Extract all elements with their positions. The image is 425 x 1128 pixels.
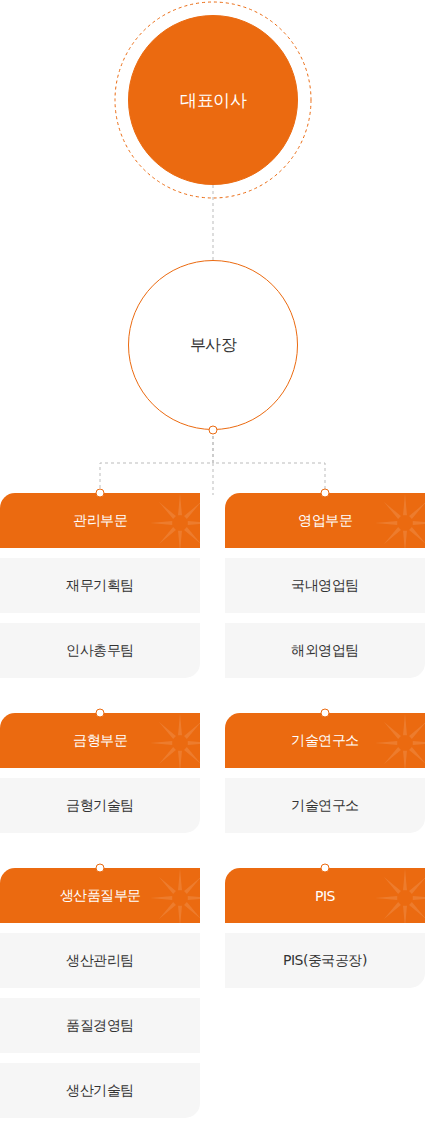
sunburst-ray (375, 896, 397, 900)
sunburst-ray (178, 751, 182, 768)
node-label: 금형부문 (73, 732, 127, 750)
sunburst-ray (409, 502, 425, 519)
team-box: PIS(중국공장) (225, 933, 425, 988)
sunburst-ray (409, 902, 425, 919)
sunburst-ray (184, 877, 200, 894)
sunburst-ray (403, 713, 407, 735)
sunburst-ray (159, 502, 176, 519)
division-header: 금형부문 (0, 713, 200, 768)
sunburst-ray (413, 896, 425, 900)
sunburst-ray (150, 521, 172, 525)
node-label: 기술연구소 (291, 732, 359, 750)
sunburst-ray (403, 868, 407, 890)
sunburst-ray (178, 713, 182, 735)
sunburst-ray (159, 877, 176, 894)
joint-dot (321, 489, 329, 497)
joint-dot (321, 864, 329, 872)
node-label: 관리부문 (73, 512, 127, 530)
node-label: 해외영업팀 (291, 642, 359, 660)
node-label: 품질경영팀 (66, 1017, 134, 1035)
team-box: 인사총무팀 (0, 623, 200, 678)
sunburst-ray (384, 502, 401, 519)
joint-dot (96, 489, 104, 497)
circle-shape (129, 16, 298, 185)
sunburst-ray (159, 722, 176, 739)
node-label: 생산기술팀 (66, 1082, 134, 1100)
sunburst-ray (409, 747, 425, 764)
node-label: 부사장 (190, 335, 237, 356)
executive-circle: 부사장 (128, 260, 298, 430)
node-label: 금형기술팀 (66, 797, 134, 815)
sunburst-ray (178, 868, 182, 890)
sunburst-ray (403, 751, 407, 768)
executive-circle: 대표이사 (128, 15, 298, 185)
node-label: 국내영업팀 (291, 577, 359, 595)
org-connector (100, 430, 213, 493)
center-stub-line (213, 463, 214, 495)
sunburst-ray (159, 527, 176, 544)
team-box: 국내영업팀 (225, 558, 425, 613)
sunburst-ray (384, 747, 401, 764)
node-label: PIS (315, 888, 335, 904)
node-label: 재무기획팀 (66, 577, 134, 595)
sunburst-ray (403, 531, 407, 548)
org-connector (213, 185, 214, 260)
sunburst-ray (184, 502, 200, 519)
sunburst-ray (150, 741, 172, 745)
joint-dot (96, 864, 104, 872)
team-box: 해외영업팀 (225, 623, 425, 678)
sunburst-ray (178, 906, 182, 923)
team-box: 금형기술팀 (0, 778, 200, 833)
team-box: 품질경영팀 (0, 998, 200, 1053)
sunburst-ray (403, 906, 407, 923)
node-label: 영업부문 (298, 512, 352, 530)
joint-dot (209, 426, 217, 434)
sunburst-ray (178, 493, 182, 515)
dashed-ring (115, 2, 311, 198)
sunburst-ray (184, 902, 200, 919)
sunburst-ray (159, 747, 176, 764)
node-label: 생산품질부문 (60, 887, 141, 905)
team-box: 기술연구소 (225, 778, 425, 833)
sunburst-ray (188, 741, 200, 745)
sunburst-ray (375, 741, 397, 745)
sunburst-ray (178, 531, 182, 548)
sunburst-ray (409, 877, 425, 894)
circle-shape (129, 261, 298, 430)
sunburst-ray (403, 493, 407, 515)
sunburst-ray (384, 527, 401, 544)
node-label: 생산관리팀 (66, 952, 134, 970)
division-header: PIS (225, 868, 425, 923)
division-header: 관리부문 (0, 493, 200, 548)
sunburst-ray (188, 896, 200, 900)
sunburst-ray (384, 877, 401, 894)
sunburst-ray (188, 521, 200, 525)
sunburst-ray (150, 896, 172, 900)
sunburst-ray (159, 902, 176, 919)
sunburst-ray (184, 722, 200, 739)
sunburst-ray (409, 527, 425, 544)
division-header: 영업부문 (225, 493, 425, 548)
org-connector (213, 430, 325, 493)
sunburst-ray (384, 902, 401, 919)
team-box: 생산관리팀 (0, 933, 200, 988)
sunburst-ray (409, 722, 425, 739)
joint-dot (321, 709, 329, 717)
node-label: 대표이사 (180, 89, 246, 112)
sunburst-ray (375, 521, 397, 525)
node-label: 기술연구소 (291, 797, 359, 815)
joint-dot (96, 709, 104, 717)
sunburst-ray (184, 527, 200, 544)
node-label: PIS(중국공장) (283, 952, 367, 970)
team-box: 생산기술팀 (0, 1063, 200, 1118)
division-header: 기술연구소 (225, 713, 425, 768)
division-header: 생산품질부문 (0, 868, 200, 923)
node-label: 인사총무팀 (66, 642, 134, 660)
team-box: 재무기획팀 (0, 558, 200, 613)
sunburst-ray (384, 722, 401, 739)
sunburst-ray (413, 521, 425, 525)
sunburst-ray (184, 747, 200, 764)
sunburst-ray (413, 741, 425, 745)
